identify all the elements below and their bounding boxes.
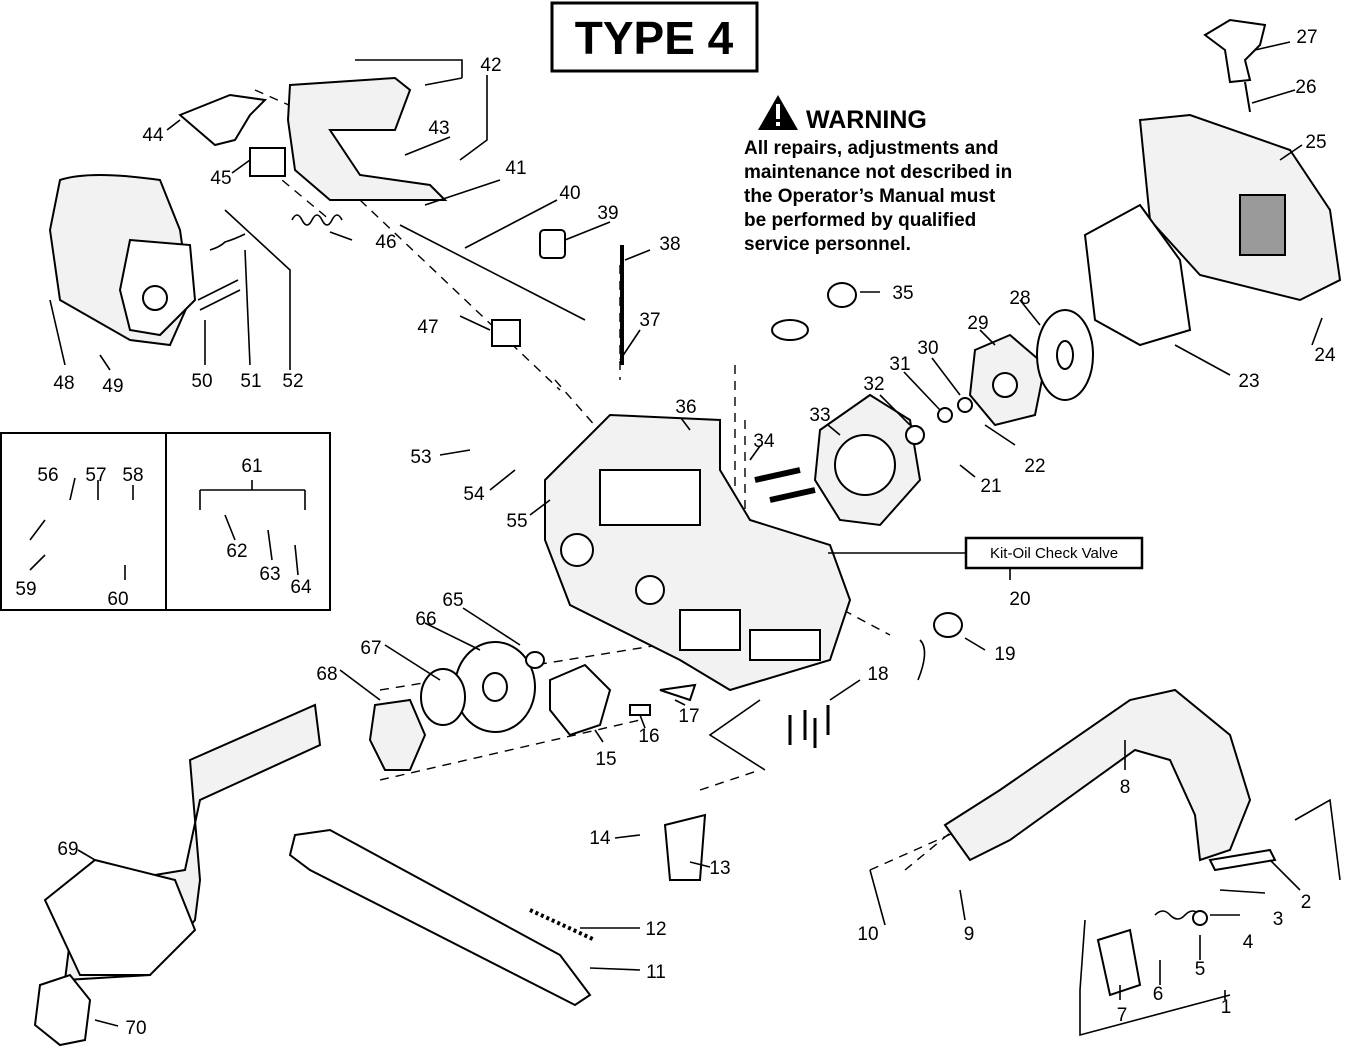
callout-34: 34 xyxy=(753,431,775,452)
callout-36: 36 xyxy=(675,397,696,418)
callout-41: 41 xyxy=(505,158,526,179)
callout-48: 48 xyxy=(53,373,74,394)
callout-18: 18 xyxy=(867,664,888,685)
callout-70: 70 xyxy=(125,1018,146,1039)
callout-59: 59 xyxy=(15,579,36,600)
callout-30: 30 xyxy=(917,338,938,359)
callout-53: 53 xyxy=(410,447,431,468)
kit-label: Kit-Oil Check Valve xyxy=(990,545,1118,562)
callout-61: 61 xyxy=(241,456,262,477)
parts-drawings xyxy=(33,18,1342,1047)
front-handle-part xyxy=(943,688,1252,862)
callout-37: 37 xyxy=(639,310,660,331)
callout-13: 13 xyxy=(709,858,730,879)
callout-numbers: 1 2 3 4 5 6 7 8 9 10 11 12 13 14 15 16 1… xyxy=(15,27,1336,1039)
warning-line-3: the Operator’s Manual must xyxy=(744,186,996,207)
callout-63: 63 xyxy=(259,564,280,585)
callout-20: 20 xyxy=(1009,589,1030,610)
callout-25: 25 xyxy=(1305,132,1326,153)
trigger-part xyxy=(178,93,268,147)
callout-64: 64 xyxy=(290,577,312,598)
kit-label-box: Kit-Oil Check Valve xyxy=(964,536,1144,570)
callout-33: 33 xyxy=(809,405,830,426)
callout-62: 62 xyxy=(226,541,247,562)
leader-lines xyxy=(29,41,1341,1037)
callout-51: 51 xyxy=(240,371,261,392)
callout-69: 69 xyxy=(57,839,78,860)
callout-44: 44 xyxy=(142,125,164,146)
warning-line-4: be performed by qualified xyxy=(744,210,976,231)
callout-15: 15 xyxy=(595,749,616,770)
callout-49: 49 xyxy=(102,376,123,397)
type-title-box: TYPE 4 xyxy=(550,1,759,73)
callout-40: 40 xyxy=(559,183,580,204)
callout-50: 50 xyxy=(191,371,212,392)
callout-68: 68 xyxy=(316,664,337,685)
warning-icon xyxy=(758,95,798,130)
callout-8: 8 xyxy=(1120,777,1131,798)
callout-23: 23 xyxy=(1238,371,1259,392)
callout-67: 67 xyxy=(360,638,381,659)
callout-19: 19 xyxy=(994,644,1015,665)
callout-39: 39 xyxy=(597,203,618,224)
callout-16: 16 xyxy=(638,726,659,747)
callout-14: 14 xyxy=(589,828,611,849)
warning-heading: WARNING xyxy=(806,106,927,134)
callout-6: 6 xyxy=(1153,984,1164,1005)
callout-65: 65 xyxy=(442,590,463,611)
callout-57: 57 xyxy=(85,465,106,486)
callout-66: 66 xyxy=(415,609,436,630)
callout-4: 4 xyxy=(1243,932,1254,953)
callout-60: 60 xyxy=(107,589,128,610)
callout-45: 45 xyxy=(210,168,231,189)
inset-panel xyxy=(0,432,331,611)
callout-35: 35 xyxy=(892,283,913,304)
handle-housing-part xyxy=(286,76,448,201)
type-title: TYPE 4 xyxy=(575,12,734,64)
callout-58: 58 xyxy=(122,465,143,486)
callout-22: 22 xyxy=(1024,456,1045,477)
callout-38: 38 xyxy=(659,234,680,255)
warning-line-2: maintenance not described in xyxy=(744,162,1012,183)
callout-17: 17 xyxy=(678,706,699,727)
callout-12: 12 xyxy=(645,919,666,940)
callout-26: 26 xyxy=(1295,77,1316,98)
callout-11: 11 xyxy=(646,962,666,983)
callout-54: 54 xyxy=(463,484,485,505)
callout-5: 5 xyxy=(1195,959,1206,980)
callout-1: 1 xyxy=(1221,997,1232,1018)
callout-27: 27 xyxy=(1296,27,1317,48)
callout-55: 55 xyxy=(506,511,527,532)
callout-42: 42 xyxy=(480,55,501,76)
callout-46: 46 xyxy=(375,232,396,253)
callout-47: 47 xyxy=(417,317,438,338)
callout-9: 9 xyxy=(964,924,975,945)
callout-10: 10 xyxy=(857,924,878,945)
callout-7: 7 xyxy=(1117,1005,1128,1026)
guide-bar-part xyxy=(288,828,592,1007)
warning-line-5: service personnel. xyxy=(744,234,911,255)
callout-29: 29 xyxy=(967,313,988,334)
callout-2: 2 xyxy=(1301,892,1312,913)
warning-notice: WARNING All repairs, adjustments and mai… xyxy=(744,95,1012,255)
callout-32: 32 xyxy=(863,374,884,395)
callout-52: 52 xyxy=(282,371,303,392)
callout-21: 21 xyxy=(980,476,1001,497)
callout-43: 43 xyxy=(428,118,449,139)
callout-56: 56 xyxy=(37,465,58,486)
callout-31: 31 xyxy=(889,354,910,375)
callout-24: 24 xyxy=(1314,345,1336,366)
callout-28: 28 xyxy=(1009,288,1030,309)
warning-line-1: All repairs, adjustments and xyxy=(744,138,998,159)
callout-3: 3 xyxy=(1273,909,1284,930)
